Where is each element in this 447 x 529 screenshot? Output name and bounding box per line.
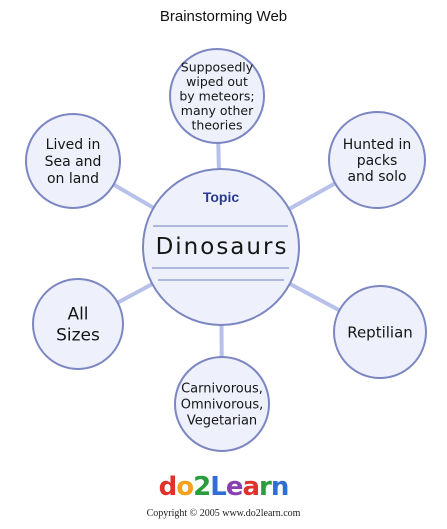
- idea-circle: [333, 285, 427, 379]
- spoke-line: [216, 140, 221, 172]
- idea-circle: [25, 113, 121, 209]
- idea-text: All: [67, 304, 88, 324]
- logo-letter: r: [259, 472, 272, 502]
- idea-circle: [169, 48, 265, 144]
- logo-letter: 2: [193, 472, 211, 502]
- idea-text: by meteors;: [179, 88, 254, 103]
- idea-text: packs: [357, 153, 398, 169]
- idea-text: wiped out: [186, 74, 248, 89]
- logo-letter: e: [225, 472, 244, 502]
- topic-node: Topic Dinosaurs: [142, 168, 300, 326]
- idea-text: Hunted in: [343, 137, 411, 153]
- idea-circle: [174, 356, 270, 452]
- logo-letter: L: [210, 472, 227, 502]
- topic-circle: [142, 168, 300, 326]
- idea-text: Sea and: [45, 154, 102, 170]
- spoke-line: [287, 281, 343, 314]
- idea-text: Lived in: [46, 137, 101, 153]
- logo-letter: n: [270, 472, 289, 502]
- idea-text: and solo: [347, 169, 406, 185]
- idea-node: Reptilian: [333, 285, 427, 379]
- spoke-line: [286, 180, 338, 212]
- topic-label: Topic: [203, 189, 240, 205]
- idea-text: Carnivorous,: [181, 382, 263, 397]
- idea-text: Sizes: [56, 325, 100, 345]
- idea-circle: [328, 111, 426, 209]
- idea-text: many other: [181, 103, 254, 118]
- copyright: Copyright © 2005 www.do2learn.com: [146, 508, 301, 519]
- idea-node: Carnivorous,Omnivorous,Vegetarian: [174, 356, 270, 452]
- idea-text: Supposedly: [181, 59, 254, 74]
- topic-value: Dinosaurs: [156, 234, 289, 260]
- idea-text: theories: [192, 117, 243, 132]
- logo-letter: a: [242, 472, 260, 502]
- idea-circle: [32, 278, 124, 370]
- idea-text: Vegetarian: [187, 414, 257, 429]
- idea-text: Reptilian: [347, 323, 413, 341]
- idea-text: on land: [47, 171, 99, 187]
- idea-text: Omnivorous,: [181, 398, 264, 413]
- spoke-line: [110, 181, 157, 211]
- page-title: Brainstorming Web: [159, 8, 288, 25]
- do2learn-logo: do2Learn: [0, 472, 447, 502]
- spokes: [110, 140, 343, 360]
- logo-letter: o: [176, 472, 194, 502]
- logo-letter: d: [158, 472, 178, 502]
- spoke-line: [114, 281, 156, 306]
